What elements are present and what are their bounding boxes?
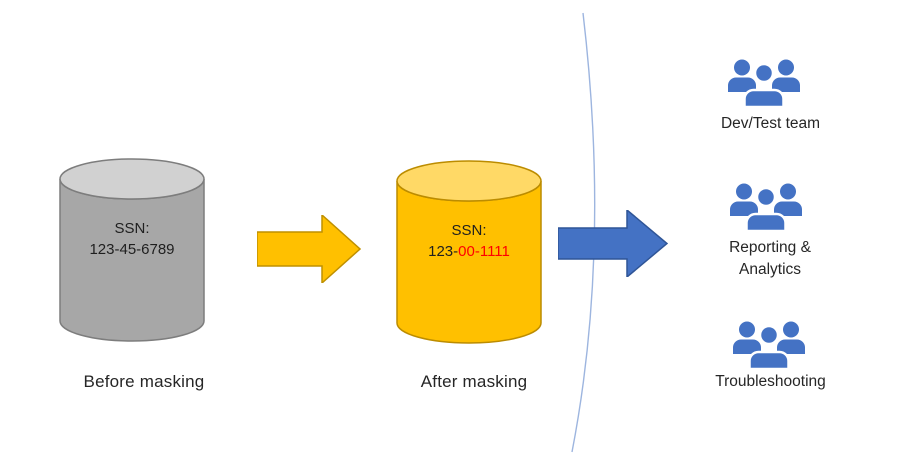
cylinder-shape [396, 160, 542, 344]
delivery-arrow-shape [558, 210, 668, 277]
before-caption: Before masking [83, 372, 205, 391]
ssn-value-masked: 123-00-1111 [396, 241, 542, 262]
front-body [748, 350, 790, 369]
back-right-head [780, 183, 796, 200]
front-head [755, 186, 777, 208]
after-database-cylinder: SSN: 123-00-1111 [396, 160, 542, 344]
ssn-value-unmasked: 123-45-6789 [89, 241, 175, 258]
masking-arrow-icon [257, 215, 361, 283]
people-glyph [733, 321, 805, 369]
ssn-label: SSN: [451, 222, 487, 239]
back-left-head [734, 59, 750, 76]
back-right-head [778, 59, 794, 76]
cylinder-shape [59, 158, 205, 342]
reporting-analytics-icon [730, 183, 802, 231]
back-right-body [777, 339, 805, 354]
ssn-masked-part: 00-1111 [458, 243, 510, 260]
dev-test-team-label: Dev/Test team [720, 115, 821, 132]
after-ssn-text: SSN: 123-00-1111 [396, 220, 542, 262]
front-head [758, 324, 780, 346]
troubleshooting-icon [733, 321, 805, 369]
people-glyph [728, 59, 800, 107]
back-left-head [736, 183, 752, 200]
front-body [743, 88, 785, 107]
ssn-label: SSN: [114, 220, 150, 237]
back-right-head [783, 321, 799, 338]
back-right-body [774, 201, 802, 216]
back-right-body [772, 77, 800, 92]
people-glyph [730, 183, 802, 231]
cylinder-body [396, 180, 542, 344]
before-ssn-text: SSN: 123-45-6789 [59, 218, 205, 260]
front-body [745, 212, 787, 231]
people-group-icon [728, 59, 800, 107]
masking-arrow-shape [257, 215, 361, 283]
cylinder-top [59, 158, 205, 200]
people-group-icon [733, 321, 805, 369]
back-left-body [730, 201, 758, 216]
reporting-analytics-label: Reporting & Analytics [729, 239, 811, 278]
back-left-head [739, 321, 755, 338]
troubleshooting-label: Troubleshooting [715, 373, 826, 390]
back-left-body [728, 77, 756, 92]
after-caption: After masking [420, 372, 528, 391]
front-head [753, 62, 775, 84]
delivery-arrow-icon [558, 210, 668, 277]
people-group-icon [730, 183, 802, 231]
ssn-masked-prefix: 123- [428, 243, 459, 260]
dev-test-team-icon [728, 59, 800, 107]
before-database-cylinder: SSN: 123-45-6789 [59, 158, 205, 342]
cylinder-top [396, 160, 542, 202]
back-left-body [733, 339, 761, 354]
cylinder-body [59, 178, 205, 342]
